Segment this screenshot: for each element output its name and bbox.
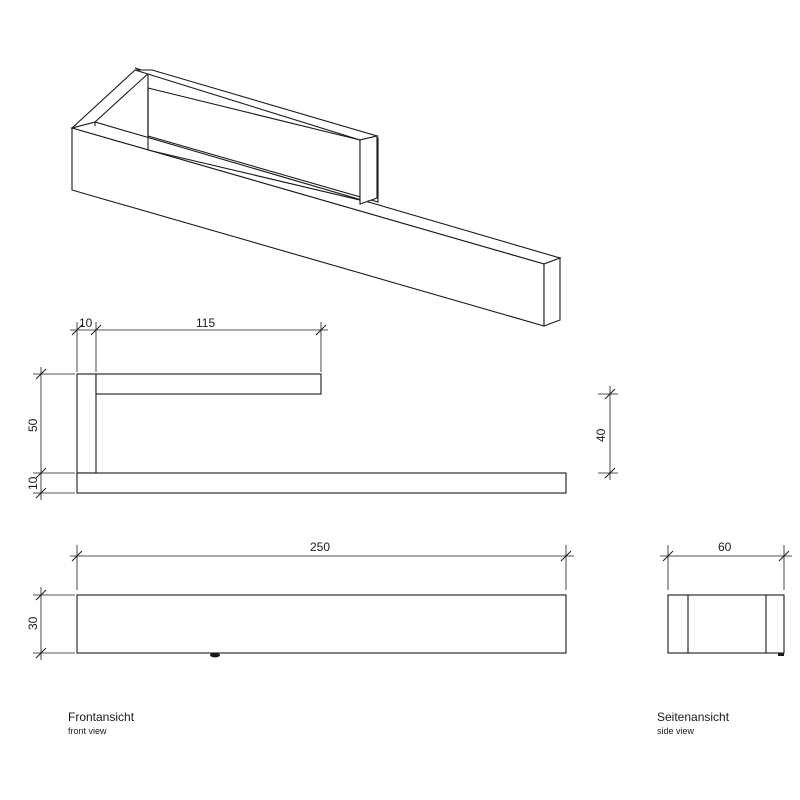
side-view-caption: Seitenansicht side view [657,710,729,736]
front-view-body [76,594,567,654]
dim-front-top-arm-length: 115 [196,316,215,330]
side-view-label-en: side view [657,726,695,736]
dim-front-base-thickness: 10 [26,476,40,490]
dim-front-wall-thickness: 10 [79,316,93,330]
side-view: 60 [660,540,792,656]
front-view-caption: Frontansicht front view [68,710,134,736]
front-view-mount-hole [210,652,220,658]
dim-front-gap-height: 40 [594,428,608,442]
iso-base-end [543,257,561,327]
dim-top-length: 250 [310,540,330,554]
dim-top-depth: 30 [26,616,40,630]
iso-arm-end [359,135,378,205]
side-view-body [667,594,785,654]
front-top-arm [95,373,322,395]
iso-wall-top [71,69,154,129]
front-view: 250 30 [26,540,574,660]
front-view-label-de: Frontansicht [68,710,135,724]
side-view-label-de: Seitenansicht [657,710,730,724]
front-base [76,472,567,494]
dim-side-width: 60 [718,540,732,554]
front-profile-view: 10 115 50 10 40 [26,316,618,500]
front-wall [76,373,97,474]
side-view-mark [778,653,784,656]
isometric-view [69,67,562,327]
front-view-label-en: front view [68,726,107,736]
dim-front-height: 50 [26,418,40,432]
